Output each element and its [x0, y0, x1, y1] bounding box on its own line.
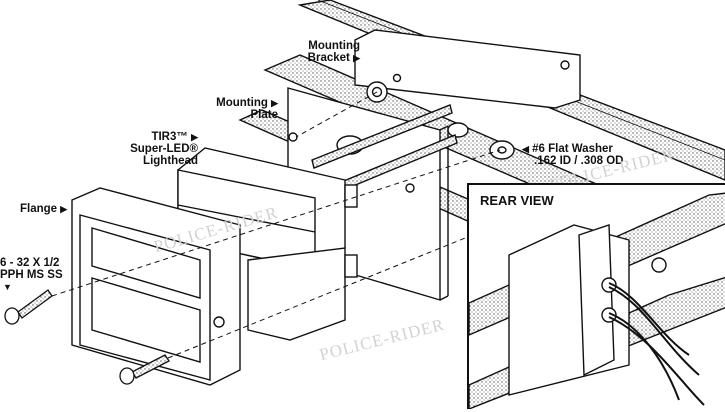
label-line: PPH MS SS: [0, 269, 63, 281]
label-line: .162 ID / .308 OD: [534, 155, 624, 167]
arrow-down-icon: ▼: [3, 282, 12, 292]
mounting-bracket: [354, 29, 581, 109]
arrow-right-icon: ▶: [191, 132, 198, 142]
label-line: Mounting: [308, 40, 360, 52]
arrow-left-icon: ◀: [522, 144, 529, 154]
label-line: Bracket ▶: [307, 52, 360, 64]
screw-left: [4, 289, 53, 325]
assembly-guide-lines: [51, 91, 501, 359]
label-lighthead: TIR3™ ▶ Super-LED® Lighthead: [100, 131, 198, 167]
rear-view-inset: REAR VIEW: [467, 183, 725, 409]
arrow-right-icon: ▶: [271, 98, 278, 108]
label-flange: Flange ▶: [20, 203, 68, 215]
label-line: Lighthead: [143, 155, 198, 167]
rear-view-drawing: [469, 192, 725, 409]
rear-view-title: REAR VIEW: [480, 193, 554, 208]
label-mounting-plate: Mounting ▶ Plate: [200, 97, 278, 121]
label-line: 6 - 32 X 1/2: [0, 257, 60, 269]
label-mounting-bracket: Mounting Bracket ▶: [290, 40, 360, 64]
label-line: ◀ #6 Flat Washer: [522, 143, 613, 155]
screw-bottom: [119, 354, 170, 385]
label-line: TIR3™ ▶: [151, 131, 198, 143]
label-line: Mounting ▶: [216, 97, 278, 109]
arrow-right-icon: ▶: [60, 204, 68, 214]
label-screw: 6 - 32 X 1/2 PPH MS SS ▼: [0, 257, 63, 293]
flange: [71, 187, 241, 386]
flat-washer: [489, 140, 515, 160]
arrow-right-icon: ▶: [353, 53, 360, 63]
label-flat-washer: ◀ #6 Flat Washer .162 ID / .308 OD: [522, 143, 624, 167]
mounting-studs: [311, 104, 458, 199]
label-line: Super-LED®: [130, 143, 198, 155]
label-line: Plate: [250, 109, 279, 121]
